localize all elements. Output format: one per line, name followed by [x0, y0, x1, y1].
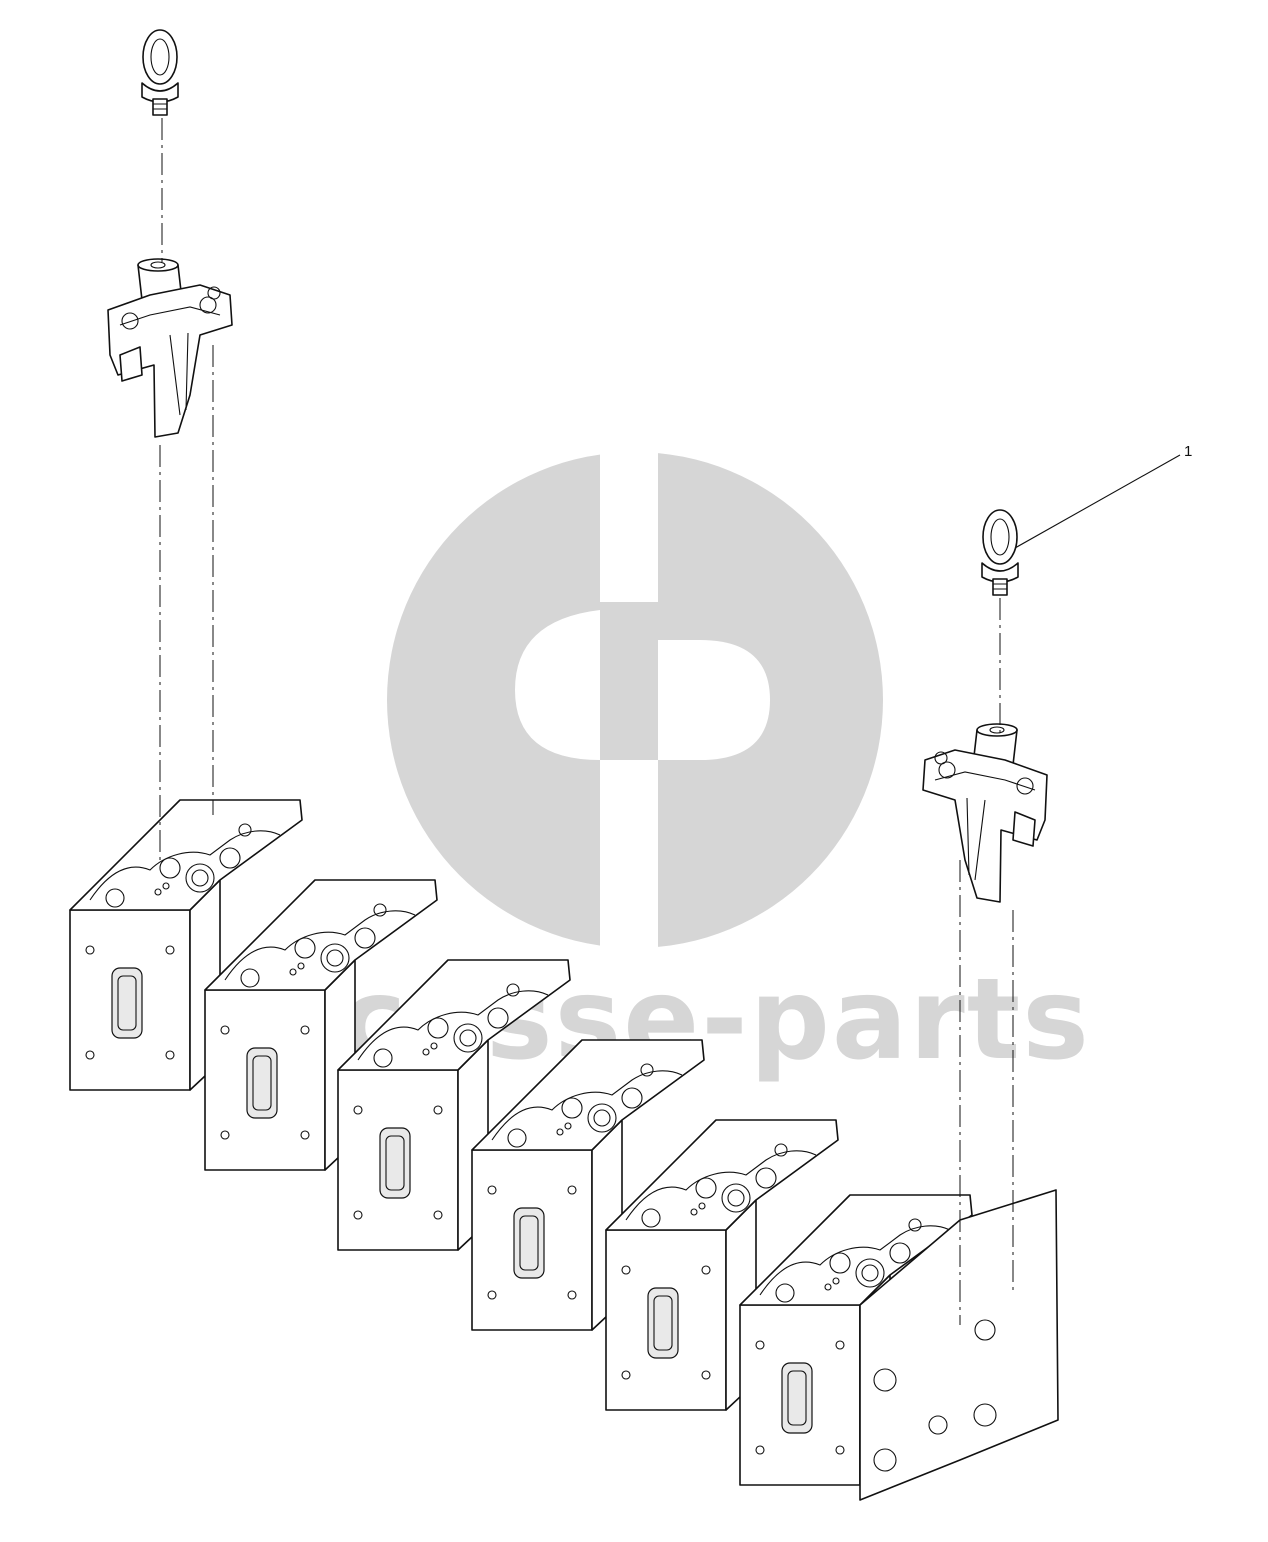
lifting-eye-bolt-left	[141, 29, 179, 116]
callout-label-1: 1	[1184, 443, 1192, 460]
assembly-center-lines	[159, 118, 1014, 1325]
cp-logo-icon	[387, 452, 883, 950]
lifting-bracket-right	[922, 723, 1048, 903]
lifting-eye-bolt-right	[981, 509, 1019, 596]
callout-leader-line	[1014, 454, 1181, 549]
